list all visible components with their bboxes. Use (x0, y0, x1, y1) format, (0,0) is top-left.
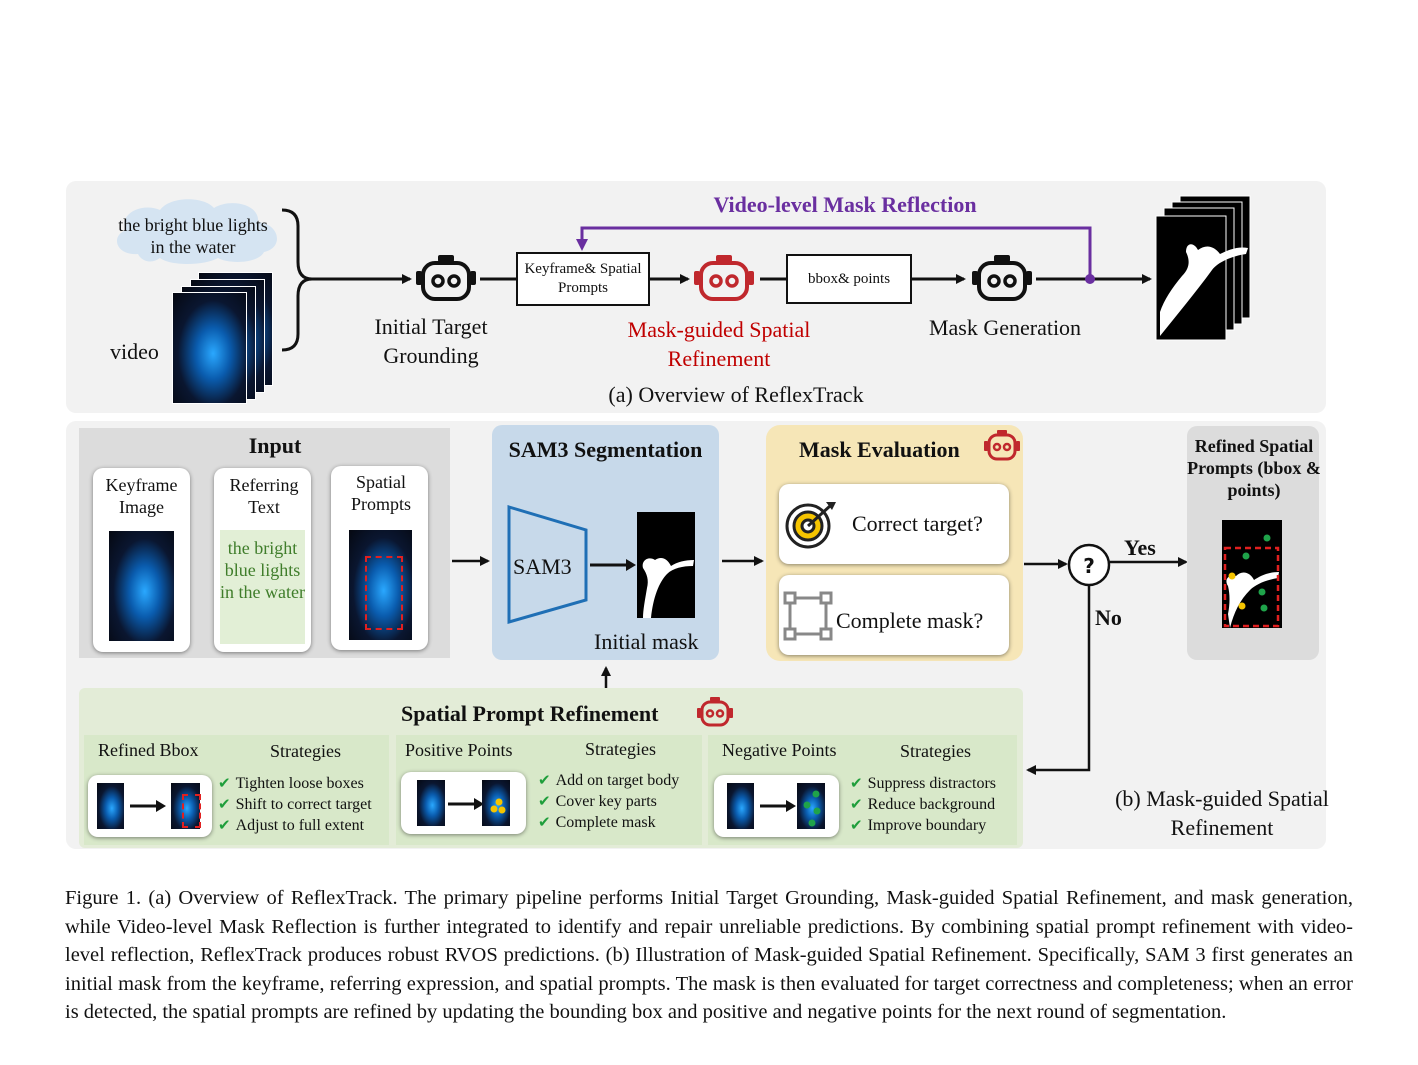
strategy-text: Suppress distractors (867, 775, 997, 792)
video-frame (172, 292, 247, 404)
strategy-text: Add on target body (555, 772, 680, 789)
check-icon: ✔ (850, 795, 863, 813)
cloud-shape (116, 199, 277, 264)
cloud-text: the bright blue lights in the water (118, 215, 268, 257)
output-mask-stack (1155, 195, 1251, 341)
strategy-text: Complete mask (555, 814, 656, 831)
strategy-item: ✔Tighten loose boxes (218, 773, 372, 794)
bbox-points-box: bbox& points (786, 254, 912, 304)
sam-arrow (590, 559, 636, 571)
keyframe-image (109, 531, 174, 641)
strategy-item: ✔Cover key parts (538, 791, 679, 812)
arrow-right-icon (448, 798, 484, 810)
sam-title: SAM3 Segmentation (508, 437, 703, 462)
sam-trapezoid (507, 504, 588, 624)
robot-icon (972, 255, 1032, 301)
check-icon: ✔ (850, 816, 863, 834)
strategy-text: Adjust to full extent (235, 817, 365, 834)
strategy-item: ✔Improve boundary (850, 815, 996, 836)
positive-points-overlay (490, 798, 506, 814)
yes-label: Yes (1124, 535, 1156, 560)
refined-prompts-title: Refined Spatial Prompts (bbox & points) (1187, 436, 1321, 500)
video-label: video (110, 339, 159, 364)
bbox-strategy-list: ✔Tighten loose boxes ✔Shift to correct t… (218, 773, 372, 836)
step-initial-grounding: Initial Target Grounding (374, 314, 488, 368)
step-mask-refinement: Mask-guided Spatial Refinement (627, 317, 811, 371)
strategy-item: ✔Suppress distractors (850, 773, 996, 794)
figure-caption: Figure 1. (a) Overview of ReflexTrack. T… (65, 887, 1353, 1023)
keyframe-prompts-box: Keyframe& Spatial Prompts (516, 252, 650, 306)
step-mask-generation: Mask Generation (928, 315, 1082, 340)
robot-icon-red (694, 255, 754, 301)
target-icon (785, 502, 836, 549)
arrow-right-icon (130, 800, 166, 812)
referring-text: the bright blue lights in the water (220, 530, 305, 644)
check-icon: ✔ (218, 816, 231, 834)
overview-caption: (a) Overview of ReflexTrack (608, 382, 864, 407)
arrow-right-icon (760, 800, 796, 812)
evaluation-title: Mask Evaluation (799, 437, 960, 462)
correct-target-question: Correct target? (852, 511, 983, 536)
refinement-connectors (452, 543, 1188, 775)
keyframe-label: Keyframe Image (105, 475, 178, 517)
bbox-overlay (365, 556, 403, 630)
check-icon: ✔ (850, 774, 863, 792)
strategy-item: ✔Reduce background (850, 794, 996, 815)
strategy-text: Shift to correct target (235, 796, 372, 813)
check-icon: ✔ (538, 771, 551, 789)
robot-icon-red (697, 697, 733, 727)
positive-points-title: Positive Points (405, 740, 513, 760)
bbox-overlay (182, 794, 201, 828)
positive-strategy-list: ✔Add on target body ✔Cover key parts ✔Co… (538, 770, 679, 833)
strategy-text: Improve boundary (867, 817, 987, 834)
spatial-label: Spatial Prompts (350, 472, 411, 514)
decision-symbol: ? (1083, 554, 1095, 578)
robot-icon (416, 255, 476, 301)
bbox-after-image (171, 783, 200, 829)
check-icon: ✔ (538, 792, 551, 810)
bbox-before-image (97, 783, 124, 829)
initial-mask-label: Initial mask (594, 629, 699, 654)
reflection-label: Video-level Mask Reflection (713, 192, 977, 217)
robot-icon-red (984, 430, 1020, 461)
check-icon: ✔ (218, 774, 231, 792)
strategy-text: Tighten loose boxes (235, 775, 364, 792)
strategy-text: Cover key parts (555, 793, 657, 810)
bounding-box-icon (783, 591, 833, 641)
strategy-item: ✔Adjust to full extent (218, 815, 372, 836)
complete-mask-card (779, 575, 1009, 655)
refined-bbox-title: Refined Bbox (98, 740, 199, 760)
strategy-item: ✔Shift to correct target (218, 794, 372, 815)
check-icon: ✔ (538, 813, 551, 831)
no-label: No (1095, 605, 1122, 630)
prompt-refinement-title: Spatial Prompt Refinement (401, 701, 659, 726)
overview-panel (66, 181, 1326, 413)
strategy-item: ✔Add on target body (538, 770, 679, 791)
sam-block-label: SAM3 (513, 554, 572, 579)
positive-before-image (417, 780, 445, 826)
strategy-text: Reduce background (867, 796, 996, 813)
check-icon: ✔ (218, 795, 231, 813)
strategy-item: ✔Complete mask (538, 812, 679, 833)
strategies-label: Strategies (270, 741, 341, 761)
negative-points-overlay (803, 790, 821, 827)
initial-mask-image (637, 512, 695, 618)
input-title: Input (248, 433, 302, 458)
panel-b-caption: (b) Mask-guided Spatial Refinement (1115, 786, 1329, 840)
negative-before-image (727, 783, 754, 829)
complete-mask-question: Complete mask? (836, 608, 984, 633)
refined-prompts-image (1222, 520, 1282, 628)
overview-connectors (281, 208, 1152, 352)
strategies-label: Strategies (900, 741, 971, 761)
referring-label: Referring Text (229, 475, 299, 517)
strategies-label: Strategies (585, 739, 656, 759)
negative-strategy-list: ✔Suppress distractors ✔Reduce background… (850, 773, 996, 836)
negative-points-title: Negative Points (722, 740, 837, 760)
